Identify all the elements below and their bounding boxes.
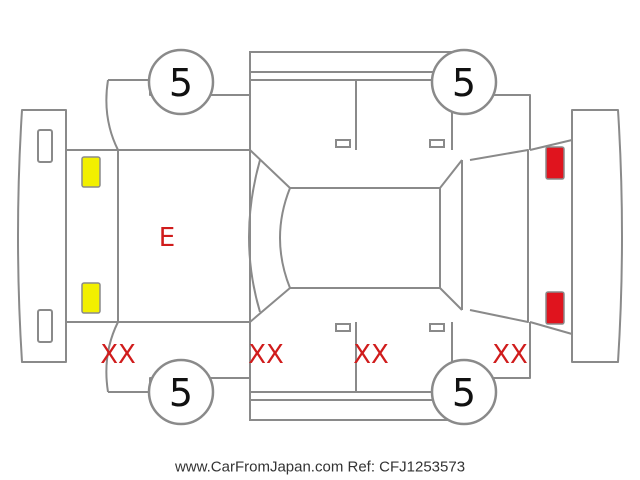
tyre-front-left-grade: 5 — [169, 61, 193, 105]
doors-top — [249, 51, 453, 150]
tyre-front-right-grade: 5 — [169, 371, 193, 415]
rear-lamp-top — [545, 146, 565, 180]
front-bumper — [17, 109, 67, 363]
tyre-front-left: 5 — [147, 48, 215, 116]
tyre-rear-right: 5 — [430, 358, 498, 426]
tyre-rear-left-grade: 5 — [452, 61, 476, 105]
front-door-damage-mark: XX — [248, 340, 284, 370]
front-lamp-top — [81, 156, 101, 188]
doors-bottom — [249, 322, 453, 421]
rear-door-damage-mark: XX — [353, 340, 389, 370]
tyre-rear-left: 5 — [430, 48, 498, 116]
rear-lamp-bottom — [545, 291, 565, 325]
watermark-reference: www.CarFromJapan.com Ref: CFJ1253573 — [174, 459, 465, 476]
rear-bumper-damage-mark: XX — [492, 340, 528, 370]
roof-cabin — [248, 149, 529, 323]
front-lamp-bottom — [81, 282, 101, 314]
rear-bumper — [571, 109, 623, 363]
hood-damage-mark: E — [159, 223, 175, 253]
front-bumper-damage-mark: XX — [100, 340, 136, 370]
tyre-front-right: 5 — [147, 358, 215, 426]
tyre-rear-right-grade: 5 — [452, 371, 476, 415]
